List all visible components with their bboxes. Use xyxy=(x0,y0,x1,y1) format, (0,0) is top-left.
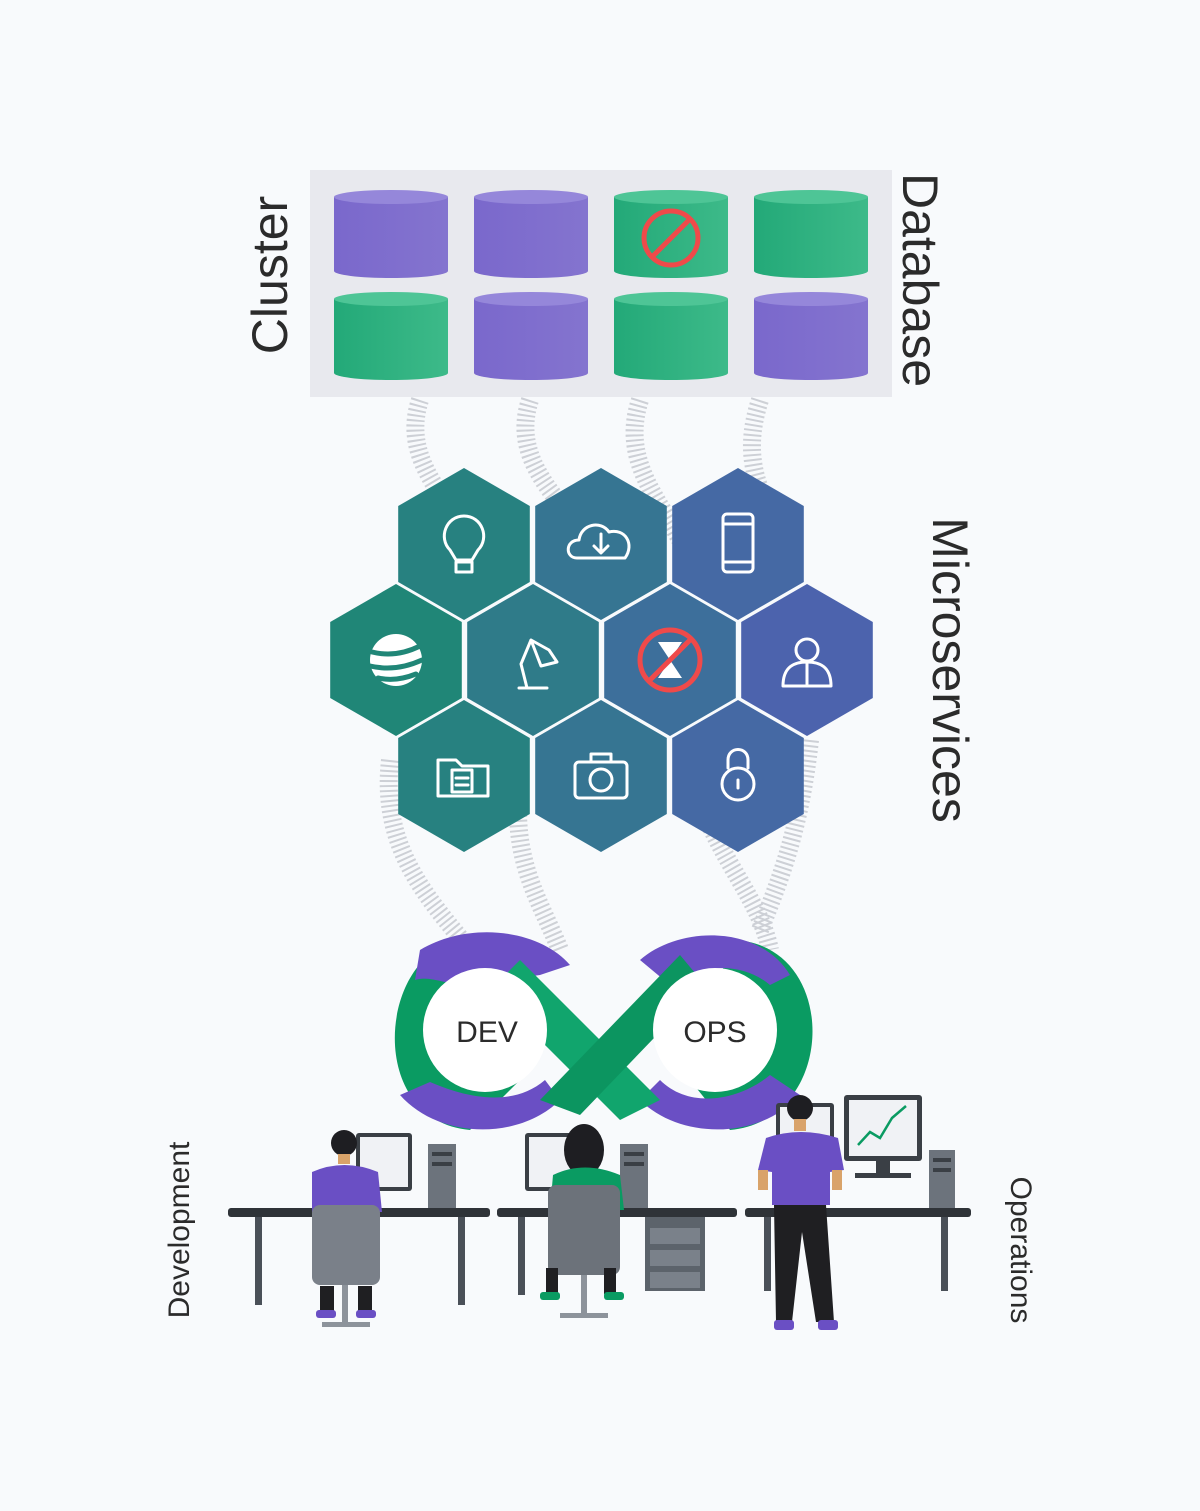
microservices-label: Microservices xyxy=(922,517,978,823)
folder-document-icon xyxy=(436,758,490,798)
chart-trend-icon xyxy=(857,1105,907,1146)
globe-icon xyxy=(367,634,425,686)
user-icon xyxy=(781,637,833,688)
workspace xyxy=(228,1095,971,1330)
developer-seated xyxy=(312,1130,382,1327)
microservice-hexagon xyxy=(604,584,736,736)
devops-infinity-loop: DEV OPS xyxy=(394,932,813,1130)
microservice-hexagon xyxy=(330,584,462,736)
microservice-hexagon xyxy=(672,468,804,620)
operator-standing xyxy=(758,1095,844,1330)
lightbulb-icon xyxy=(442,514,486,574)
dev-label: DEV xyxy=(456,1016,518,1049)
blocked-icon xyxy=(641,208,701,268)
microservice-hexagon xyxy=(535,700,667,852)
database-label: Database xyxy=(892,172,948,388)
microservice-hexagon xyxy=(467,584,599,736)
chair-middle xyxy=(548,1185,620,1275)
database-cylinder xyxy=(334,190,448,278)
database-cylinder xyxy=(754,190,868,278)
loop-cross-b xyxy=(540,955,705,1115)
microservice-hexagon xyxy=(741,584,873,736)
loop-left-purple-bottom xyxy=(400,1080,560,1130)
developer-seated-2 xyxy=(540,1124,624,1318)
desk-lamp-icon xyxy=(517,638,559,690)
hourglass-blocked-icon xyxy=(637,627,703,693)
development-label: Development xyxy=(163,1141,196,1319)
ops-label: OPS xyxy=(683,1016,746,1049)
database-cylinder xyxy=(474,190,588,278)
camera-icon xyxy=(573,752,629,800)
ops-center xyxy=(653,968,777,1092)
operations-label: Operations xyxy=(1004,1176,1037,1324)
microservice-hexagon xyxy=(672,700,804,852)
chair-left xyxy=(312,1205,380,1285)
database-cylinder xyxy=(474,292,588,380)
smartphone-icon xyxy=(721,512,755,574)
database-cylinder xyxy=(754,292,868,380)
database-cylinder xyxy=(614,292,728,380)
microservices-grid xyxy=(330,468,873,852)
cloud-download-icon xyxy=(566,523,631,560)
dev-center xyxy=(423,968,547,1092)
loop-right-purple-bottom xyxy=(640,1075,800,1130)
microservice-hexagon xyxy=(398,700,530,852)
padlock-icon xyxy=(720,748,756,802)
cluster-label: Cluster xyxy=(242,195,298,355)
microservice-hexagon xyxy=(398,468,530,620)
database-cylinder xyxy=(614,190,728,278)
microservice-hexagon xyxy=(535,468,667,620)
database-grid xyxy=(334,190,868,380)
database-cylinder xyxy=(334,292,448,380)
